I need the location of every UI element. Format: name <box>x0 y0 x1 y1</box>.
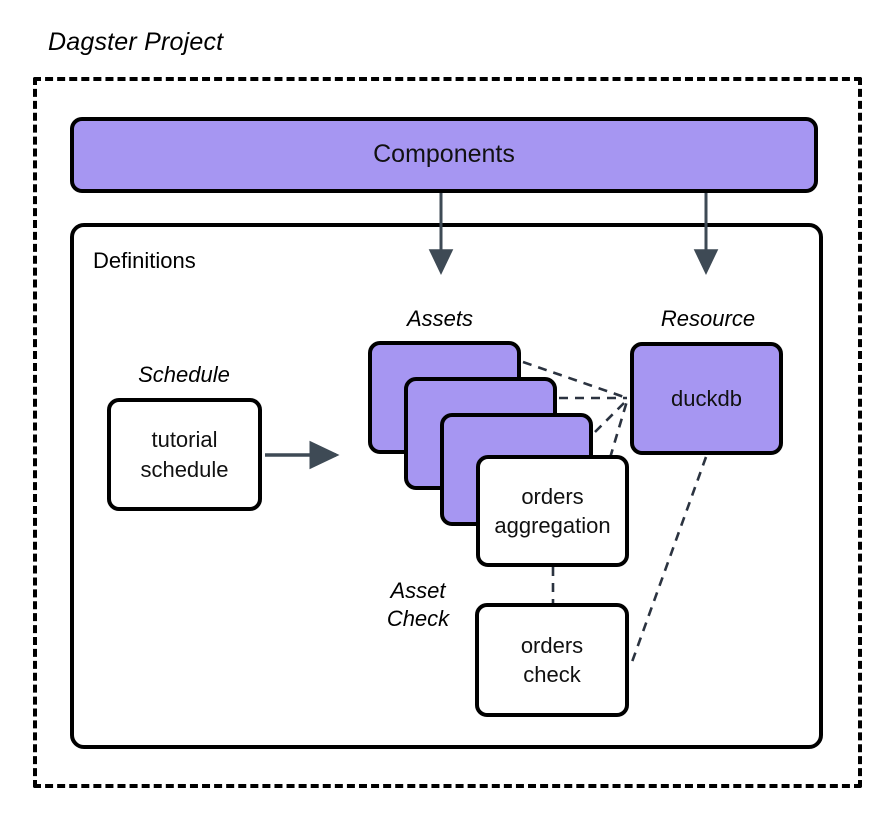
definitions-label: Definitions <box>93 248 196 273</box>
orders-check-line2: check <box>523 662 581 687</box>
tutorial-schedule-node[interactable]: tutorial schedule <box>107 398 262 511</box>
tutorial-schedule-line2: schedule <box>140 456 229 482</box>
orders-aggregation-line2: aggregation <box>494 513 611 538</box>
tutorial-schedule-line1: tutorial <box>151 427 218 453</box>
asset-check-label-line2: Check <box>386 605 450 631</box>
orders-check-node[interactable]: orders check <box>475 603 629 717</box>
orders-aggregation-node[interactable]: orders aggregation <box>476 455 629 567</box>
resource-label: Resource <box>660 306 756 331</box>
schedule-label: Schedule <box>138 362 230 387</box>
project-boundary <box>33 77 862 788</box>
project-title: Dagster Project <box>48 28 224 56</box>
asset-check-label-line1: Asset <box>390 578 446 603</box>
duckdb-label: duckdb <box>671 385 742 411</box>
duckdb-resource-node[interactable]: duckdb <box>630 342 783 455</box>
components-box[interactable]: Components <box>70 117 818 193</box>
orders-check-line1: orders <box>520 632 584 658</box>
orders-aggregation-line1: orders <box>521 483 584 509</box>
components-label: Components <box>373 140 515 169</box>
assets-label: Assets <box>406 306 474 331</box>
asset-check-label: Asset Check <box>368 577 468 632</box>
